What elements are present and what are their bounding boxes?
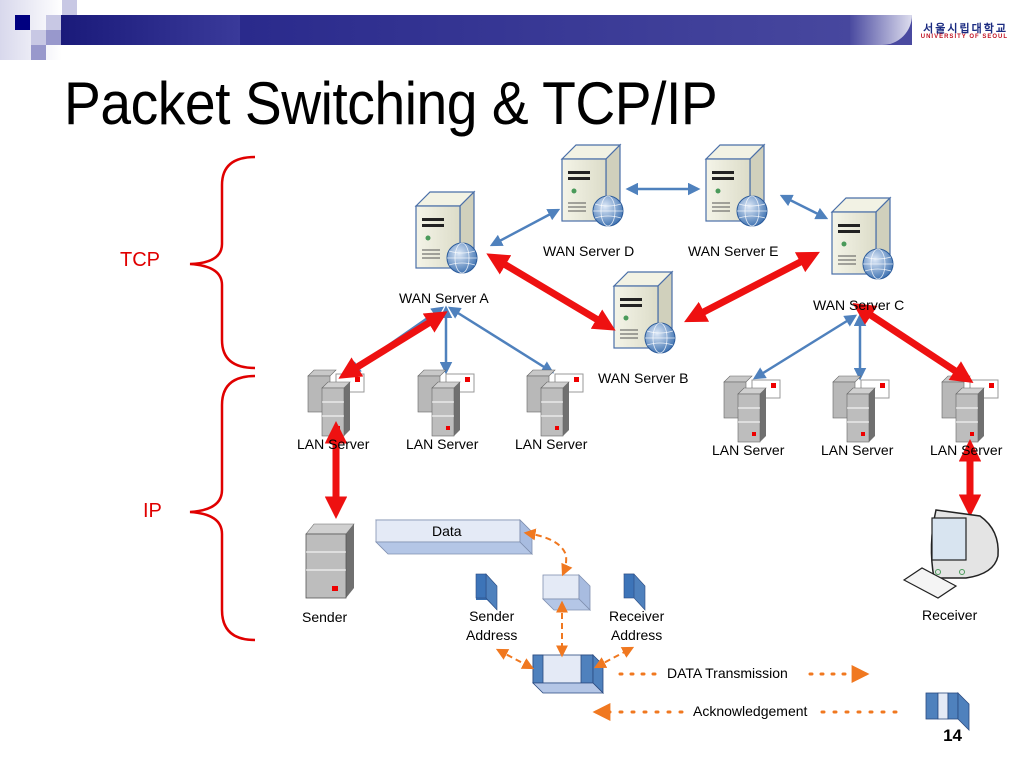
wan-server-a-icon[interactable]	[415, 191, 478, 274]
lan-server-label: LAN Server	[297, 436, 370, 452]
lan-server-label: LAN Server	[406, 436, 479, 452]
university-logo-english: UNIVERSITY OF SEOUL	[920, 34, 1008, 40]
red-route	[324, 251, 982, 519]
lan-server-icon[interactable]	[832, 375, 890, 443]
receiver-address-line2: Address	[610, 627, 663, 643]
orange-flows	[495, 528, 900, 721]
data-block	[375, 519, 533, 555]
lan-server-icon[interactable]	[417, 369, 475, 437]
lan-server-label: LAN Server	[930, 442, 1003, 458]
lan-server-label: LAN Server	[515, 436, 588, 452]
assembled-packet	[532, 654, 604, 694]
wan-server-e-label: WAN Server E	[688, 243, 779, 259]
receiver-address-line1: Receiver	[609, 608, 665, 624]
sender-address-line1: Sender	[469, 608, 515, 624]
sender-label: Sender	[302, 609, 348, 625]
sender-computer-icon[interactable]	[305, 523, 355, 599]
lan-server-label: LAN Server	[712, 442, 785, 458]
page-number: 14	[943, 726, 962, 745]
receiver-computer-icon[interactable]	[902, 509, 999, 599]
lan-server-icon[interactable]	[307, 369, 365, 437]
header-bar	[240, 15, 912, 45]
lan-server-icon[interactable]	[526, 369, 584, 437]
lan-server-icon[interactable]	[723, 375, 781, 443]
wan-server-a-label: WAN Server A	[399, 290, 489, 306]
tcp-layer-label: TCP	[120, 249, 160, 271]
wan-server-d-label: WAN Server D	[543, 243, 635, 259]
sender-address-label: Sender Address	[466, 607, 517, 645]
receiver-address-block	[623, 573, 646, 611]
lan-server-icon[interactable]	[941, 375, 999, 443]
tcp-brace	[189, 155, 256, 370]
lan-server-label: LAN Server	[821, 442, 894, 458]
acknowledgement-label: Acknowledgement	[693, 703, 808, 719]
ip-layer-label: IP	[143, 500, 162, 522]
sender-address-line2: Address	[466, 627, 518, 643]
wan-server-b-icon[interactable]	[613, 271, 676, 354]
wan-server-b-label: WAN Server B	[598, 370, 689, 386]
wan-server-c-label: WAN Server C	[813, 297, 905, 313]
header-decoration	[0, 0, 241, 60]
wan-server-c-icon[interactable]	[831, 197, 894, 280]
slide-title: Packet Switching & TCP/IP	[64, 70, 718, 137]
wan-server-d-icon[interactable]	[561, 144, 624, 227]
wan-server-e-icon[interactable]	[705, 144, 768, 227]
data-block-label: Data	[432, 523, 462, 539]
received-packet	[925, 692, 970, 731]
receiver-label: Receiver	[922, 607, 978, 623]
data-transmission-label: DATA Transmission	[667, 665, 788, 681]
packet-fragment-block	[542, 574, 591, 611]
receiver-address-label: Receiver Address	[609, 607, 664, 645]
ip-brace	[189, 374, 256, 642]
university-logo-korean: 서울시립대학교	[923, 23, 1008, 35]
sender-address-block	[475, 573, 498, 611]
